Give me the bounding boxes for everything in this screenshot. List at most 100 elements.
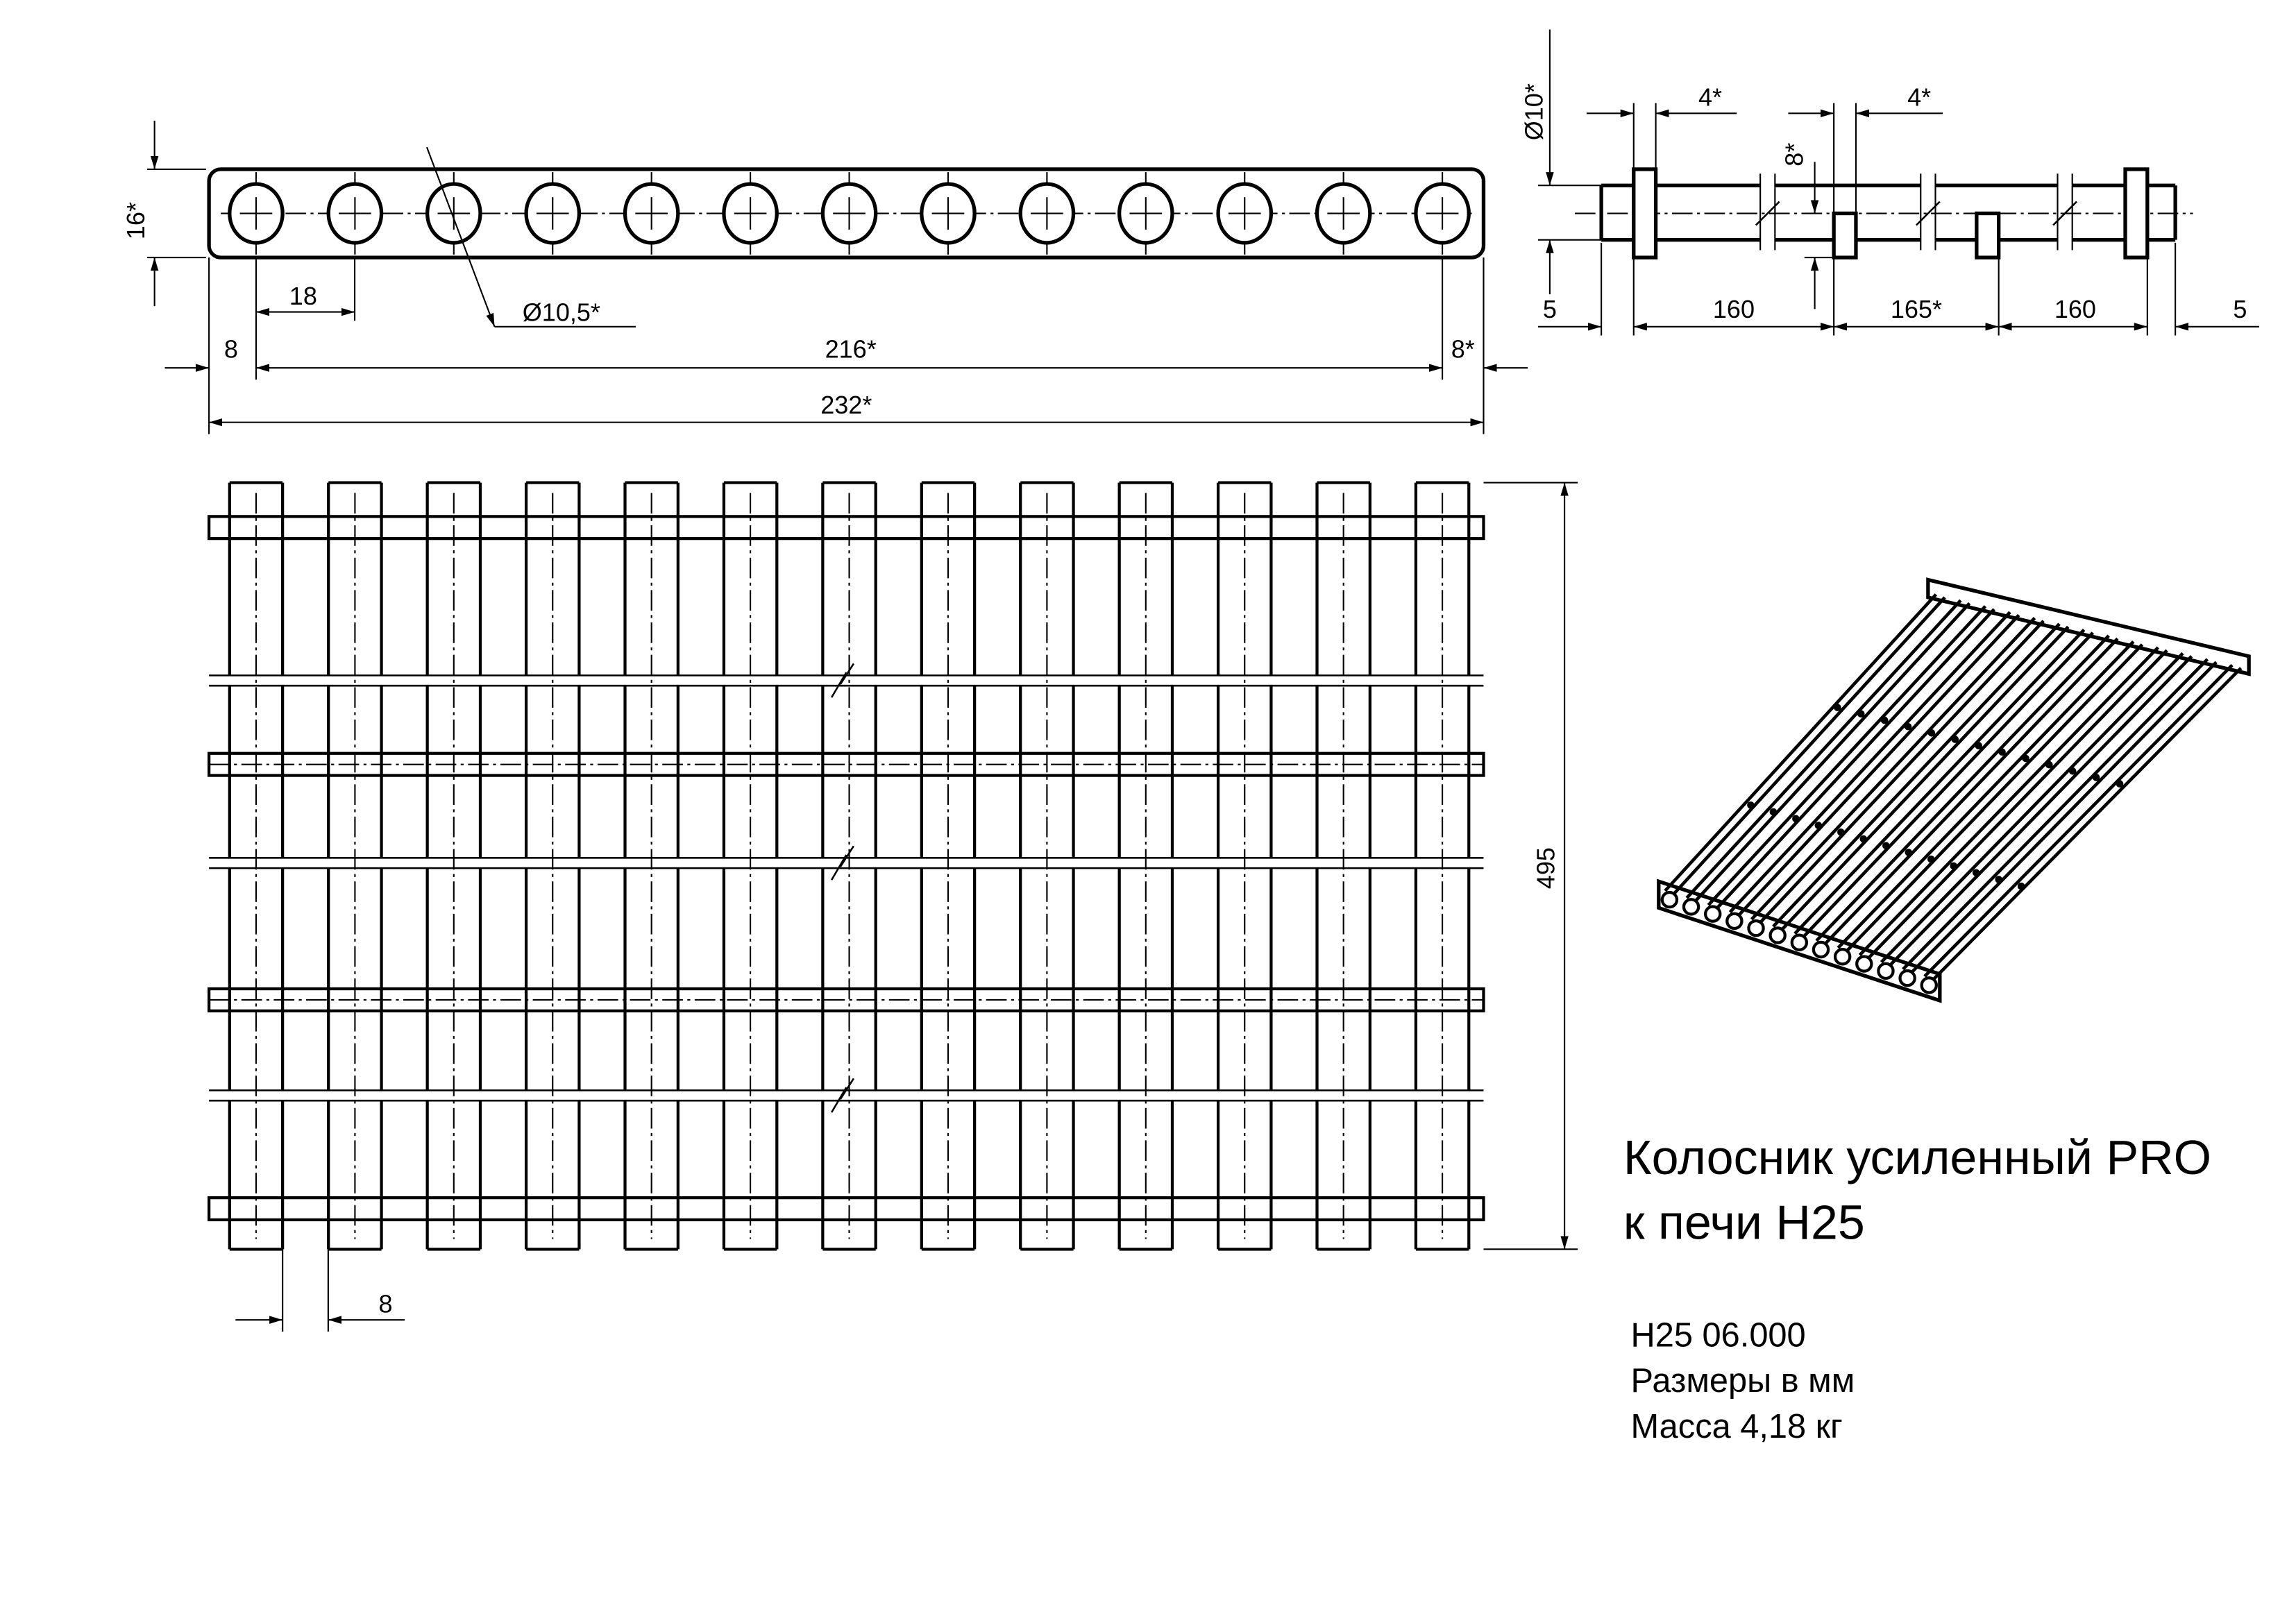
iso-cross-joint [1769,808,1778,816]
break-zigzag [830,663,854,698]
dim-end-left: 5 [1543,295,1557,323]
end-bar [207,515,1485,541]
dim-edge-left: 8 [224,334,238,363]
iso-cross-joint [2022,754,2029,763]
iso-cross-joint [1927,729,1936,737]
iso-cross-joint [1747,801,1755,809]
iso-rod [1910,661,2218,974]
iso-rod [1902,658,2209,971]
iso-cross-joint [1998,748,2006,756]
dim-plate-mid: 4* [1907,83,1931,112]
iso-cross-joint [1905,849,1913,856]
back-bar [1926,577,2251,677]
iso-cross-joint [1975,742,1982,749]
dim-edge-right: 8* [1451,334,1475,363]
iso-rod [1858,646,2159,956]
iso-cross-joint [1927,855,1935,863]
iso-cross-joint [2116,780,2124,788]
dim-plate-left: 4* [1698,83,1722,112]
units-note: Размеры в мм [1631,1362,1855,1400]
dim-height: 16* [121,202,150,239]
iso-rod [1889,655,2193,967]
mass: Масса 4,18 кг [1631,1408,1843,1445]
iso-rod [1772,622,2061,928]
iso-cross-joint [1882,842,1890,850]
iso-rod [1728,611,2011,914]
iso-rod [1737,613,2020,917]
dim-pitch: 18 [289,282,317,310]
iso-rod-end [1769,926,1787,944]
iso-cross-joint [1857,710,1865,718]
end-bar [207,1196,1485,1222]
iso-cross-joint [2045,760,2053,769]
break-zigzag [2052,201,2077,226]
iso-cross-joint [1995,876,2003,883]
dim-length: 495 [1531,847,1560,889]
iso-rod [1846,643,2144,952]
iso-rod-end [1725,912,1744,931]
iso-rod [1694,602,1971,902]
iso-rod [1664,593,1938,892]
iso-rod-end [1877,962,1895,980]
iso-rod [1802,631,2095,938]
iso-rod [1750,617,2036,921]
iso-rod [1815,634,2110,942]
iso-rod [1824,637,2119,945]
cross-bar [1975,211,2001,260]
bar-outline [207,167,1486,260]
iso-rod [1685,599,1962,899]
break-zigzag [1755,201,1780,226]
dim-seg1: 160 [1713,295,1755,323]
iso-cross-joint [2092,774,2100,781]
cross-bar [1832,211,1858,260]
leader-line [425,146,496,328]
iso-rod-end [1898,969,1916,987]
iso-cross-joint [1792,815,1800,823]
end-plate [1632,167,1658,260]
break-zigzag [830,1078,854,1113]
iso-rod [1780,625,2070,931]
title-line2: к печи Н25 [1623,1196,1865,1250]
iso-rod-end [1855,955,1873,973]
iso-cross-joint [1951,736,1959,743]
iso-rod-end [1812,940,1830,959]
iso-cross-joint [1904,722,1912,731]
iso-cross-joint [1837,829,1845,836]
iso-cross-joint [1834,704,1841,711]
iso-rod-end [1833,948,1852,966]
title-line1: Колосник усиленный PRO [1623,1130,2211,1184]
break-zigzag [1916,201,1941,226]
isometric-view [1657,577,2251,1003]
iso-rod-end [1790,933,1809,951]
iso-rod [1932,667,2243,981]
iso-cross-joint [1859,835,1868,843]
iso-cross-joint [1950,862,1958,870]
iso-rod [1837,640,2135,949]
iso-cross-joint [1814,822,1823,829]
dim-total: 232* [820,391,872,419]
iso-rod [1867,649,2168,960]
plan-view [207,481,1578,1332]
iso-rod [1880,652,2184,964]
iso-rod-end [1660,890,1679,909]
iso-rod [1707,605,1987,906]
break-zigzag [830,845,854,881]
iso-cross-joint [2068,767,2077,775]
dim-bar-height: 8* [1780,143,1809,167]
iso-rod-end [1682,898,1700,916]
iso-rod-end [1920,976,1938,994]
iso-rod-end [1703,905,1722,923]
iso-cross-joint [1880,716,1889,724]
side-view [1537,29,2259,336]
top-view [147,120,1528,434]
iso-cross-joint [2017,882,2025,890]
iso-rod [1673,596,1946,895]
dim-gap: 8 [379,1290,393,1318]
dim-diameter: Ø10* [1519,83,1548,140]
end-plate [2123,167,2150,260]
dim-seg2: 165* [1891,295,1942,323]
iso-rod [1716,608,1995,910]
dim-hole-diameter: Ø10,5* [523,298,600,326]
designation: Н25 06.000 [1631,1316,1806,1354]
